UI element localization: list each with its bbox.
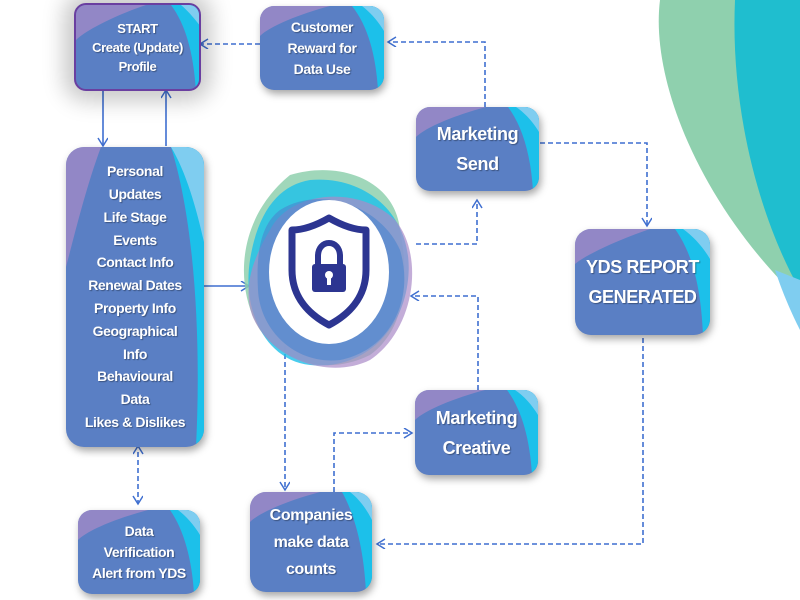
label-line: Companies: [269, 506, 353, 524]
label-line: Contact Info: [96, 254, 174, 271]
marketing-send-node[interactable]: Marketing Send: [416, 107, 539, 191]
yds-report-label: YDS REPORT GENERATED: [586, 252, 699, 312]
label-line: Likes & Dislikes: [84, 413, 186, 430]
label-line: Verification: [103, 543, 175, 560]
label-line: Events: [113, 231, 157, 248]
label-line: Behavioural: [97, 368, 173, 385]
marketing-creative-label: Marketing Creative: [435, 403, 518, 463]
label-line: make data: [273, 533, 349, 551]
label-line: Property Info: [94, 300, 176, 316]
label-line: YDS REPORT: [585, 257, 700, 277]
customer-reward-node[interactable]: Customer Reward for Data Use: [260, 6, 384, 90]
arrow-creative-to-shield: [411, 296, 479, 390]
label-line: Data Use: [293, 60, 351, 77]
companies-label: Companies make data counts: [270, 502, 353, 583]
label-line: Create (Update): [92, 39, 183, 55]
label-line: Personal: [107, 163, 163, 180]
arrow-shield-to-send: [416, 200, 477, 245]
start-node-label: START Create (Update) Profile: [92, 19, 183, 76]
label-line: Alert from YDS: [92, 564, 186, 581]
data-verification-node[interactable]: Data Verification Alert from YDS: [78, 510, 200, 594]
label-line: Data: [120, 391, 150, 408]
label-line: Creative: [442, 437, 511, 458]
label-line: Geographical: [92, 322, 178, 339]
label-line: Info: [122, 345, 148, 362]
profile-data-list: Personal Updates Life Stage Events Conta…: [84, 160, 186, 434]
label-line: counts: [285, 560, 337, 578]
reward-node-label: Customer Reward for Data Use: [287, 17, 357, 80]
label-line: Profile: [118, 58, 157, 74]
arrow-companies-to-creative: [333, 433, 412, 492]
marketing-creative-node[interactable]: Marketing Creative: [415, 390, 538, 475]
start-profile-node[interactable]: START Create (Update) Profile: [74, 3, 201, 91]
label-line: GENERATED: [588, 287, 697, 307]
label-line: Data: [124, 522, 154, 539]
arrow-report-to-companies: [377, 338, 644, 544]
arrow-send-to-reward: [388, 42, 486, 107]
yds-report-node[interactable]: YDS REPORT GENERATED: [575, 229, 710, 335]
label-line: Customer: [290, 18, 354, 35]
label-line: Life Stage: [103, 208, 167, 225]
label-line: Marketing: [435, 407, 518, 428]
label-line: Updates: [108, 186, 162, 203]
label-line: Renewal Dates: [88, 277, 182, 294]
label-line: Reward for: [287, 39, 357, 56]
companies-node[interactable]: Companies make data counts: [250, 492, 372, 592]
security-shield-graphic: [243, 170, 413, 368]
shield-lock-icon: [288, 214, 370, 329]
arrow-send-to-report: [540, 142, 647, 226]
label-line: Send: [456, 154, 499, 174]
label-line: Marketing: [436, 124, 519, 144]
label-line: START: [117, 20, 158, 36]
profile-data-node[interactable]: Personal Updates Life Stage Events Conta…: [66, 147, 204, 447]
marketing-send-label: Marketing Send: [436, 119, 519, 179]
verification-node-label: Data Verification Alert from YDS: [92, 521, 186, 584]
